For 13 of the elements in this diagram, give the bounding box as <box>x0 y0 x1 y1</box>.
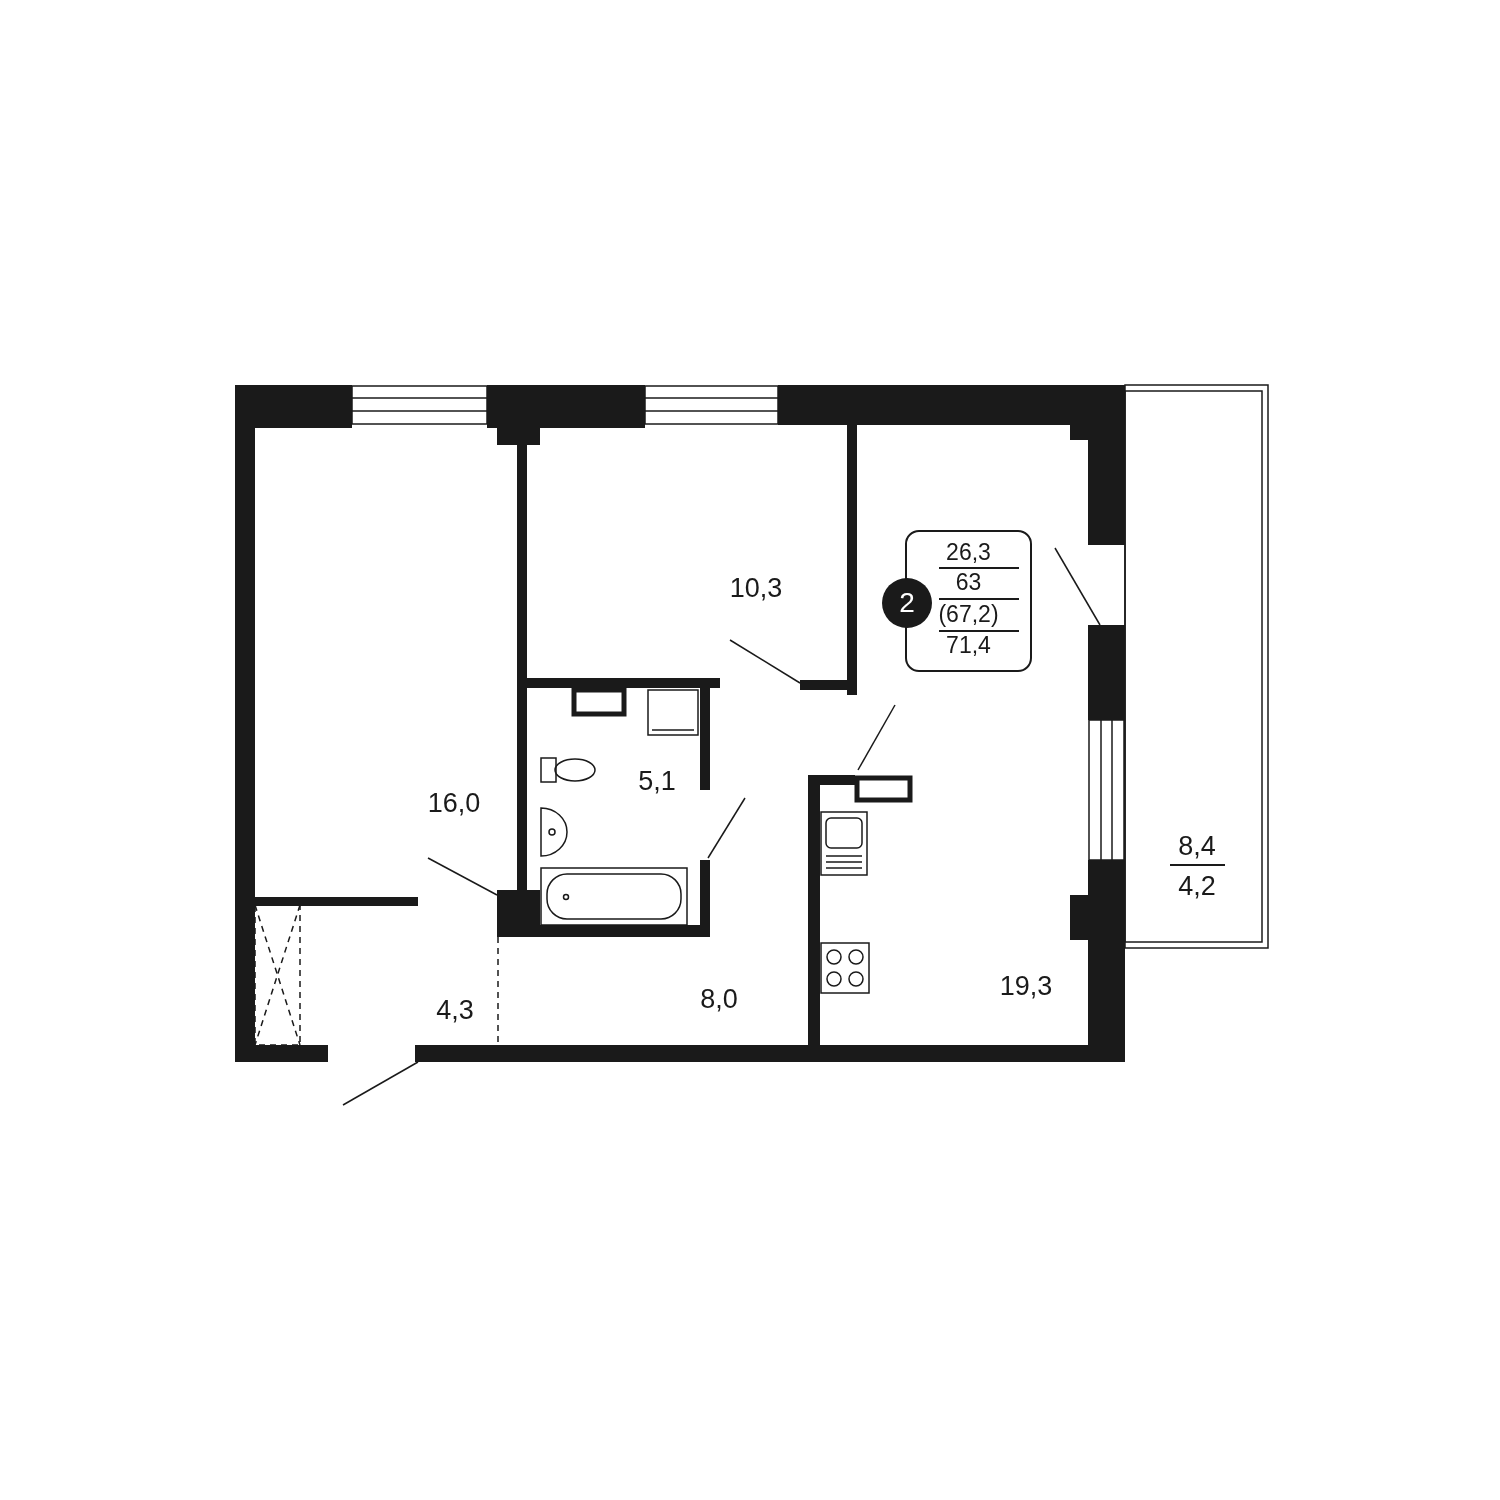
area-label: 10,3 <box>729 574 783 602</box>
area-label: 16,0 <box>427 789 481 817</box>
area-label: 8,4 <box>1178 832 1216 860</box>
area-value: 63 <box>955 570 982 594</box>
room-count-badge: 2 <box>882 578 932 628</box>
area-label: 4,2 <box>1178 872 1216 900</box>
area-label: 19,3 <box>999 972 1053 1000</box>
area-value: (67,2) <box>938 602 999 626</box>
area-label: 8,0 <box>700 985 738 1013</box>
area-label: 5,1 <box>638 767 676 795</box>
area-value: 26,3 <box>946 540 991 564</box>
area-value: 71,4 <box>946 633 991 657</box>
area-label: 4,3 <box>436 996 474 1024</box>
